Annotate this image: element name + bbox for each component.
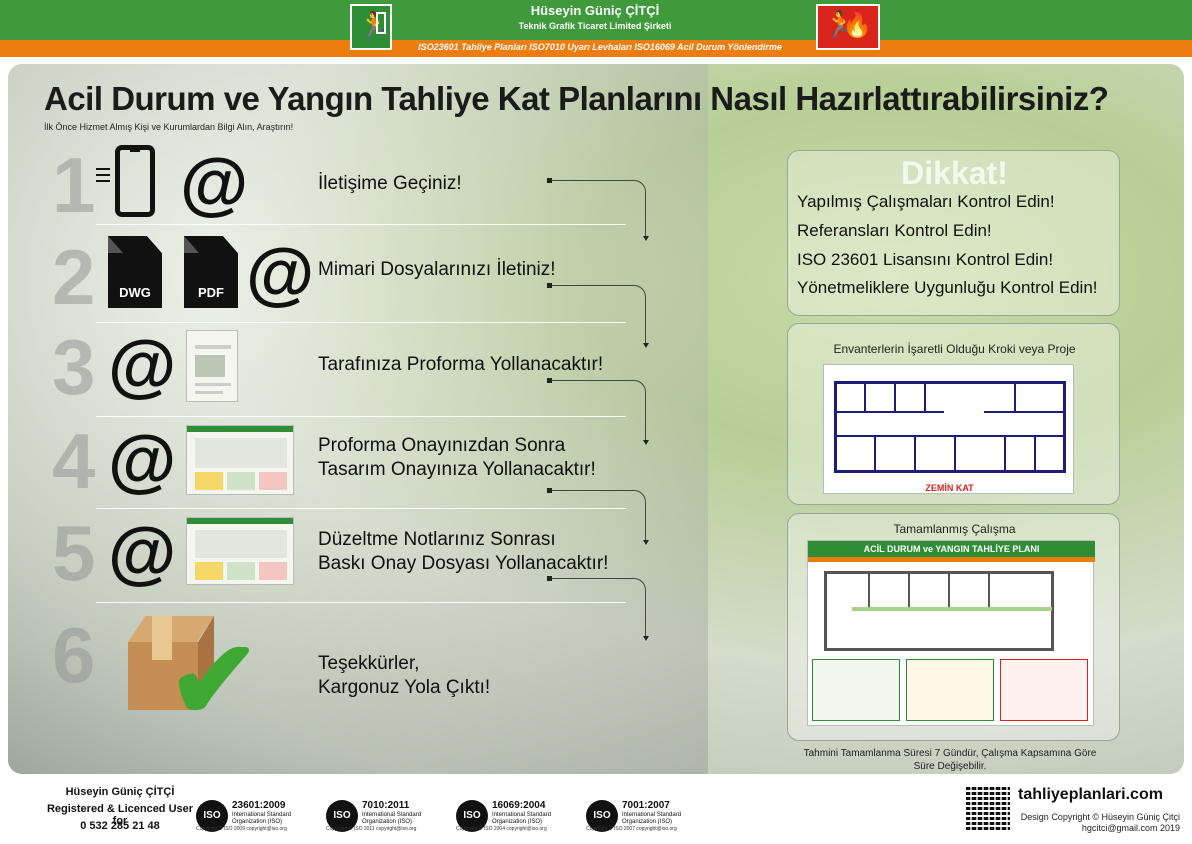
iso-7001-badge: ISO 7001:2007 International Standard Org… — [586, 800, 682, 832]
email-at-icon: @ — [108, 513, 177, 591]
warning-panel: Dikkat! Yapılmış Çalışmaları Kontrol Edi… — [787, 150, 1120, 316]
design-thumbnail — [186, 425, 294, 495]
page-title: Acil Durum ve Yangın Tahliye Kat Planlar… — [44, 80, 1109, 117]
pdf-file-icon: PDF — [184, 236, 238, 308]
step-number: 2 — [52, 233, 96, 321]
proforma-thumbnail — [186, 330, 238, 402]
company-name: Hüseyin Güniç ÇİTÇİ — [530, 3, 660, 18]
email-at-icon: @ — [180, 144, 249, 222]
package-icon — [128, 616, 214, 710]
divider — [96, 416, 626, 417]
flow-arrow — [547, 178, 649, 241]
iso-logo-icon: ISO — [196, 800, 228, 832]
step-text: Teşekkürler,Kargonuz Yola Çıktı! — [318, 653, 491, 698]
step-number: 4 — [52, 417, 96, 505]
flow-arrow — [547, 576, 649, 641]
website-link[interactable]: tahliyeplanlari.com — [1018, 786, 1163, 803]
completed-plan: ACİL DURUM ve YANGIN TAHLİYE PLANI — [807, 540, 1095, 726]
divider — [96, 322, 626, 323]
iso-logo-icon: ISO — [456, 800, 488, 832]
completed-label: Tamamlanmış Çalışma — [893, 522, 1016, 536]
page-subtitle: İlk Önce Hizmet Almış Kişi ve Kurumlarda… — [44, 122, 294, 132]
iso-16069-badge: ISO 16069:2004 International Standard Or… — [456, 800, 552, 832]
step-text: Tarafınıza Proforma Yollanacaktır! — [318, 354, 604, 375]
footer-phone: 0 532 285 21 48 — [80, 820, 160, 832]
company-subtitle: Teknik Grafik Ticaret Limited Şirketi — [518, 21, 672, 31]
iso-logo-icon: ISO — [586, 800, 618, 832]
fire-exit-sign-icon: 🏃🔥 — [816, 4, 880, 50]
iso-7010-badge: ISO 7010:2011 International Standard Org… — [326, 800, 422, 832]
step-number: 3 — [52, 323, 96, 411]
step-number: 1 — [52, 141, 96, 229]
header-bar — [0, 0, 1192, 40]
divider — [96, 602, 626, 603]
flow-arrow — [547, 283, 649, 348]
step-number: 5 — [52, 509, 96, 597]
divider — [96, 508, 626, 509]
warning-item: Yönetmeliklere Uygunluğu Kontrol Edin! — [797, 278, 1098, 297]
iso-23601-badge: ISO 23601:2009 International Standard Or… — [196, 800, 292, 832]
dwg-file-icon: DWG — [108, 236, 162, 308]
signal-icon — [96, 168, 110, 186]
divider — [96, 224, 626, 225]
step-text: İletişime Geçiniz! — [318, 173, 462, 194]
warning-item: Referansları Kontrol Edin! — [797, 221, 992, 240]
iso-standards-line: ISO23601 Tahliye Planları ISO7010 Uyarı … — [418, 42, 782, 52]
email-at-icon: @ — [246, 234, 315, 312]
step-text: Mimari Dosyalarınızı İletiniz! — [318, 259, 556, 280]
email-at-icon: @ — [108, 421, 177, 499]
floor-sketch: ZEMİN KAT — [823, 364, 1074, 494]
print-approval-thumbnail — [186, 517, 294, 585]
floor-label: ZEMİN KAT — [925, 483, 974, 493]
plan-title: ACİL DURUM ve YANGIN TAHLİYE PLANI — [808, 541, 1095, 557]
phone-icon — [115, 145, 155, 217]
warning-title: Dikkat! — [901, 155, 1008, 191]
warning-item: ISO 23601 Lisansını Kontrol Edin! — [797, 250, 1054, 269]
header-stripe — [0, 40, 1192, 57]
exit-sign-icon: 🏃 — [350, 4, 392, 50]
step-number: 6 — [52, 611, 96, 699]
flow-arrow — [547, 488, 649, 545]
completion-note: Tahmini Tamamlanma Süresi 7 Gündür, Çalı… — [803, 748, 1097, 772]
flow-arrow — [547, 378, 649, 445]
email-at-icon: @ — [108, 326, 177, 404]
sketch-label: Envanterlerin İşaretli Olduğu Kroki veya… — [833, 342, 1076, 356]
warning-item: Yapılmış Çalışmaları Kontrol Edin! — [797, 192, 1055, 211]
footer-name: Hüseyin Güniç ÇİTÇİ — [65, 786, 175, 798]
qr-code-icon[interactable] — [966, 786, 1010, 830]
footer-registered: Registered & Licenced User for — [46, 803, 194, 827]
iso-logo-icon: ISO — [326, 800, 358, 832]
checkmark-icon: ✔ — [168, 619, 261, 742]
